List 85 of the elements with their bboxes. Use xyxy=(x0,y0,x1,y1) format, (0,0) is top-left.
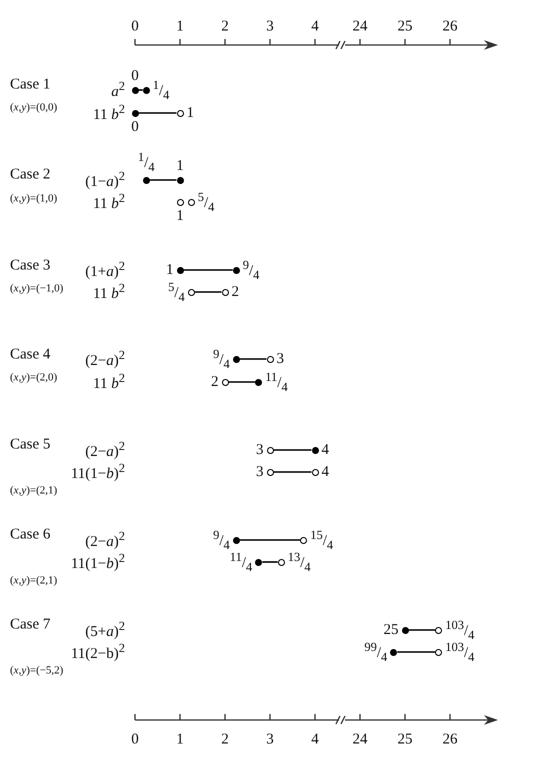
value-label: 3 xyxy=(256,464,264,480)
case-title: Case 2 xyxy=(10,168,50,182)
value-label: $^{13}$/$_{4}$ xyxy=(288,550,311,574)
interval-segment xyxy=(274,471,312,473)
case-title: Case 5 xyxy=(10,438,50,452)
value-label: $^{103}$/$_{4}$ xyxy=(445,640,474,664)
tick-label: 26 xyxy=(442,20,458,34)
value-label: 1 xyxy=(176,208,184,224)
value-label: 2 xyxy=(211,374,218,390)
tick-label: 3 xyxy=(266,732,274,748)
value-label: $^{11}$/$_{4}$ xyxy=(230,550,252,574)
value-label: $^{9}$/$_{4}$ xyxy=(213,348,230,370)
coordinate-label: (x,y)=(0,0) xyxy=(10,102,58,114)
value-label: $^{5}$/$_{4}$ xyxy=(168,280,185,304)
expression: 11(2−b)$^{2}$ xyxy=(70,642,125,662)
value-label: 25 xyxy=(384,622,398,638)
value-label: $^{11}$/$_{4}$ xyxy=(265,370,288,394)
interval-segment xyxy=(240,539,300,541)
expression: 11 b$^{2}$ xyxy=(93,282,125,302)
coordinate-label: (x,y)=(1,0) xyxy=(10,194,58,204)
coordinate-label: (x,y)=(−1,0) xyxy=(10,284,64,294)
coordinate-label: (x,y)=(−5,2) xyxy=(10,666,64,676)
interval-segment xyxy=(150,179,176,181)
tick-label: 4 xyxy=(311,732,319,748)
tick-label: 24 xyxy=(352,20,368,34)
tick-label: 0 xyxy=(131,20,139,34)
expression: 11 b$^{2}$ xyxy=(93,192,125,212)
expression: (1−a)$^{2}$ xyxy=(85,170,125,190)
value-label: 0 xyxy=(131,68,139,84)
value-label: 3 xyxy=(256,442,264,458)
expression: 11 b$^{2}$ xyxy=(93,103,125,123)
case-title: Case 7 xyxy=(10,618,50,632)
interval-segment xyxy=(184,269,233,271)
interval-segment xyxy=(194,291,222,293)
expression: (1+a)$^{2}$ xyxy=(85,260,125,280)
value-label: $^{1}$/$_{4}$ xyxy=(152,78,170,102)
case-title: Case 4 xyxy=(10,348,50,362)
expression: (5+a)$^{2}$ xyxy=(85,620,125,640)
value-label: 4 xyxy=(322,442,329,458)
case-title: Case 1 xyxy=(10,78,50,92)
value-label: $^{99}$/$_{4}$ xyxy=(364,640,388,664)
tick-label: 25 xyxy=(398,732,412,748)
interval-segment xyxy=(228,381,256,383)
tick-label: 26 xyxy=(442,732,458,748)
value-label: $^{15}$/$_{4}$ xyxy=(310,528,334,552)
value-label: 4 xyxy=(322,464,329,480)
value-label: 1 xyxy=(176,158,184,174)
tick-label: 25 xyxy=(398,20,412,34)
tick-label: 0 xyxy=(131,732,139,748)
value-label: 1 xyxy=(166,262,174,278)
value-label: 3 xyxy=(276,352,284,366)
expression: 11(1−b)$^{2}$ xyxy=(70,462,125,482)
tick-label: 2 xyxy=(221,20,229,34)
case-title: Case 6 xyxy=(10,528,50,542)
interval-segment xyxy=(138,89,143,91)
tick-label: 2 xyxy=(221,732,229,748)
tick-label: 1 xyxy=(176,20,184,34)
expression: 11 b$^{2}$ xyxy=(93,372,125,392)
value-label: $^{9}$/$_{4}$ xyxy=(213,528,230,552)
value-label: 0 xyxy=(131,120,139,134)
expression: (2−a)$^{2}$ xyxy=(85,349,125,369)
coordinate-label: (x,y)=(2,1) xyxy=(10,486,58,496)
interval-segment xyxy=(138,112,176,114)
coordinate-label: (x,y)=(2,1) xyxy=(10,576,58,586)
interval-segment xyxy=(408,629,436,631)
expression: 11(1−b)$^{2}$ xyxy=(70,552,125,572)
value-label: $^{5}$/$_{4}$ xyxy=(198,190,214,214)
interval-segment xyxy=(240,358,266,360)
interval-segment xyxy=(274,449,312,451)
tick-label: 1 xyxy=(176,732,184,748)
tick-label: 24 xyxy=(352,732,368,748)
case-title: Case 3 xyxy=(10,258,50,274)
expression: (2−a)$^{2}$ xyxy=(85,530,125,550)
tick-label: 4 xyxy=(311,20,319,34)
value-label: $^{1}$/$_{4}$ xyxy=(138,151,155,174)
value-label: $^{103}$/$_{4}$ xyxy=(445,618,474,642)
expression: (2−a)$^{2}$ xyxy=(85,440,125,460)
expression: a$^{2}$ xyxy=(111,80,125,100)
interval-segment xyxy=(397,651,436,653)
value-label: $^{9}$/$_{4}$ xyxy=(242,258,260,282)
value-label: 1 xyxy=(186,106,194,120)
tick-label: 3 xyxy=(266,20,274,34)
value-label: 2 xyxy=(232,284,239,300)
coordinate-label: (x,y)=(2,0) xyxy=(10,372,58,384)
interval-segment xyxy=(262,561,278,563)
